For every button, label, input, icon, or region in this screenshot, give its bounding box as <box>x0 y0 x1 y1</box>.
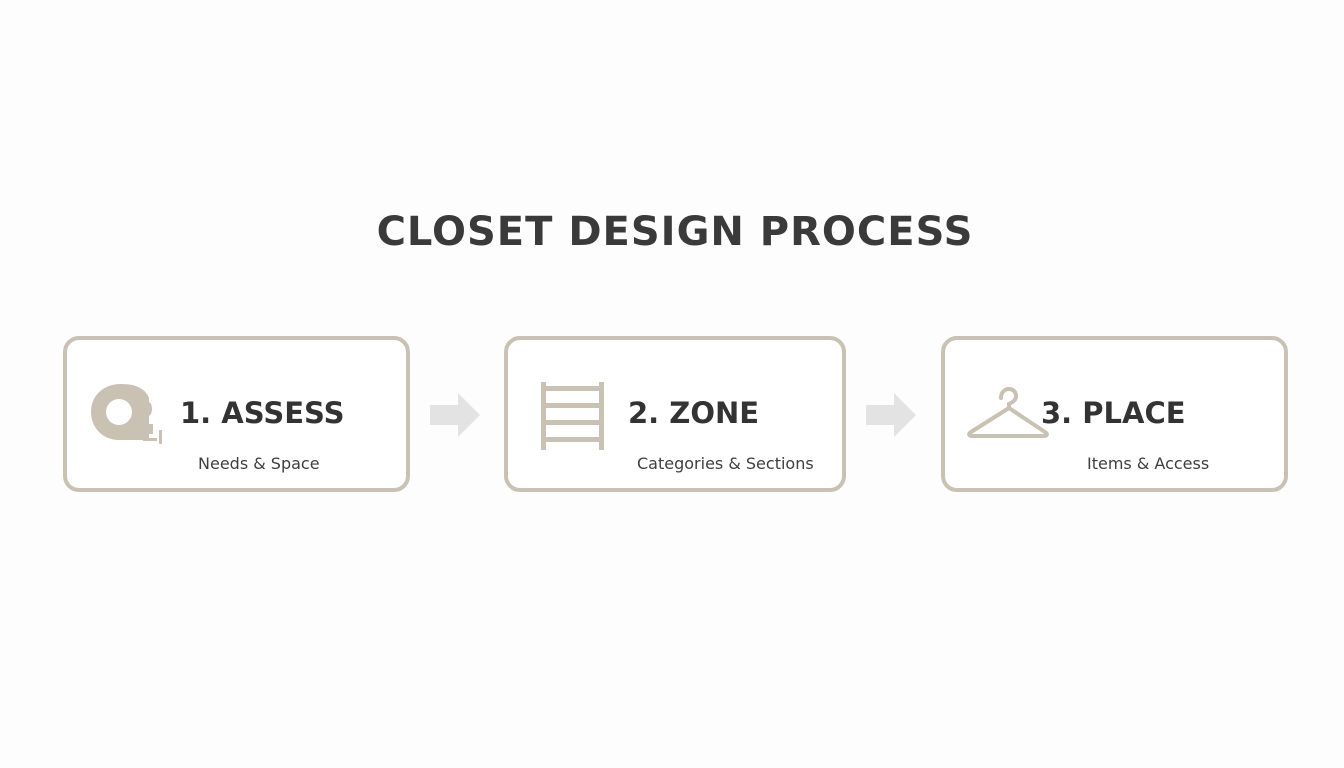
step-place: 3. PLACE Items & Access <box>941 336 1288 492</box>
arrow-right-icon <box>866 393 916 437</box>
step-assess: 1. ASSESS Needs & Space <box>63 336 410 492</box>
step-subtitle: Needs & Space <box>198 454 320 473</box>
arrow-right-icon <box>430 393 480 437</box>
step-heading: 3. PLACE <box>1041 396 1186 430</box>
step-zone: 2. ZONE Categories & Sections <box>504 336 846 492</box>
step-heading: 2. ZONE <box>628 396 760 430</box>
shelving-ladder-icon <box>541 382 604 450</box>
step-subtitle: Items & Access <box>1087 454 1210 473</box>
step-heading: 1. ASSESS <box>180 396 345 430</box>
tape-measure-icon <box>91 384 162 444</box>
diagram-title: CLOSET DESIGN PROCESS <box>376 209 974 255</box>
clothes-hanger-icon <box>967 386 1049 438</box>
step-subtitle: Categories & Sections <box>637 454 814 473</box>
